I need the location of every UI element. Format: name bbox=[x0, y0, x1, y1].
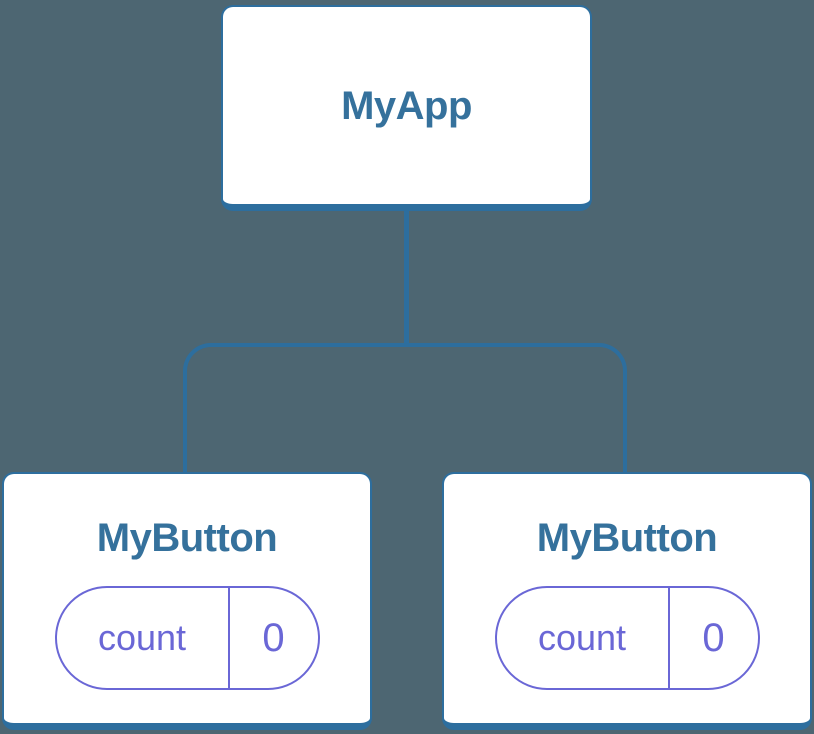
node-myapp-label: MyApp bbox=[341, 83, 472, 128]
state-value-2: 0 bbox=[702, 616, 725, 660]
state-pill-2: count 0 bbox=[494, 586, 760, 690]
state-name-2: count bbox=[497, 588, 670, 688]
state-pill-1: count 0 bbox=[54, 586, 320, 690]
node-mybutton-1: MyButton count 0 bbox=[2, 472, 372, 730]
node-mybutton-1-label: MyButton bbox=[96, 516, 278, 560]
state-value-1: 0 bbox=[262, 616, 285, 660]
node-mybutton-2: MyButton count 0 bbox=[442, 472, 812, 730]
state-name-1: count bbox=[57, 588, 230, 688]
connector-trunk bbox=[404, 211, 409, 345]
connector-branch bbox=[183, 343, 627, 472]
node-myapp: MyApp bbox=[221, 5, 592, 211]
node-mybutton-2-label: MyButton bbox=[536, 516, 718, 560]
